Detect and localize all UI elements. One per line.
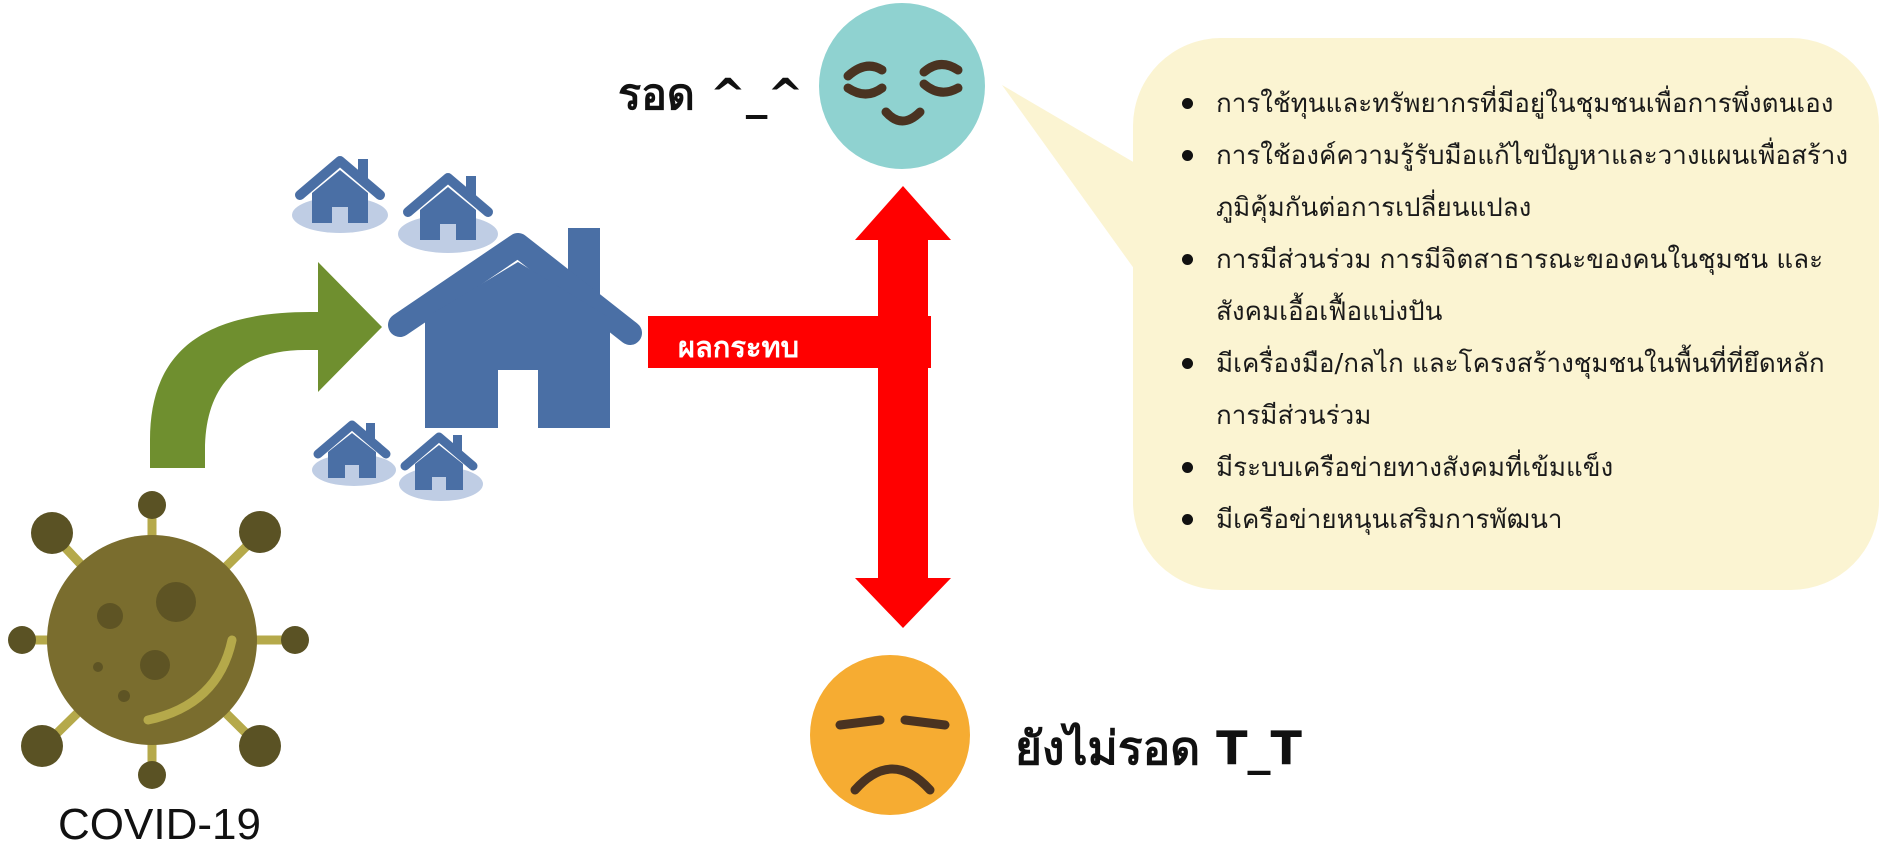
- factors-callout: [1002, 38, 1879, 590]
- factors-list: การใช้ทุนและทรัพยากรที่มีอยู่ในชุมชนเพื่…: [1178, 78, 1858, 546]
- not-survive-label: ยังไม่รอด T_T: [1015, 721, 1302, 775]
- factor-item: การใช้ทุนและทรัพยากรที่มีอยู่ในชุมชนเพื่…: [1178, 78, 1858, 130]
- house-icon: [388, 228, 642, 428]
- covid-label: COVID-19: [58, 800, 261, 849]
- small-house-icon: [398, 173, 498, 253]
- factor-item: มีระบบเครือข่ายทางสังคมที่เข้มแข็ง: [1178, 442, 1858, 494]
- smiling-face-icon: [819, 3, 985, 169]
- impact-label: ผลกระทบ: [678, 330, 799, 364]
- virus-icon: [8, 491, 309, 789]
- factors-list-container: การใช้ทุนและทรัพยากรที่มีอยู่ในชุมชนเพื่…: [1178, 78, 1858, 546]
- impact-arrow: [648, 186, 951, 628]
- curved-arrow-icon: [150, 262, 382, 468]
- sad-face-icon: [810, 655, 970, 815]
- small-house-icon: [292, 156, 388, 233]
- survive-label: รอด ^_^: [618, 70, 804, 120]
- factor-item: การมีส่วนร่วม การมีจิตสาธารณะของคนในชุมช…: [1178, 234, 1858, 338]
- factor-item: การใช้องค์ความรู้รับมือแก้ไขปัญหาและวางแ…: [1178, 130, 1858, 234]
- factor-item: มีเครื่องมือ/กลไก และโครงสร้างชุมชนในพื้…: [1178, 338, 1858, 442]
- small-house-icon: [399, 432, 483, 501]
- factor-item: มีเครือข่ายหนุนเสริมการพัฒนา: [1178, 494, 1858, 546]
- small-house-icon: [312, 420, 396, 486]
